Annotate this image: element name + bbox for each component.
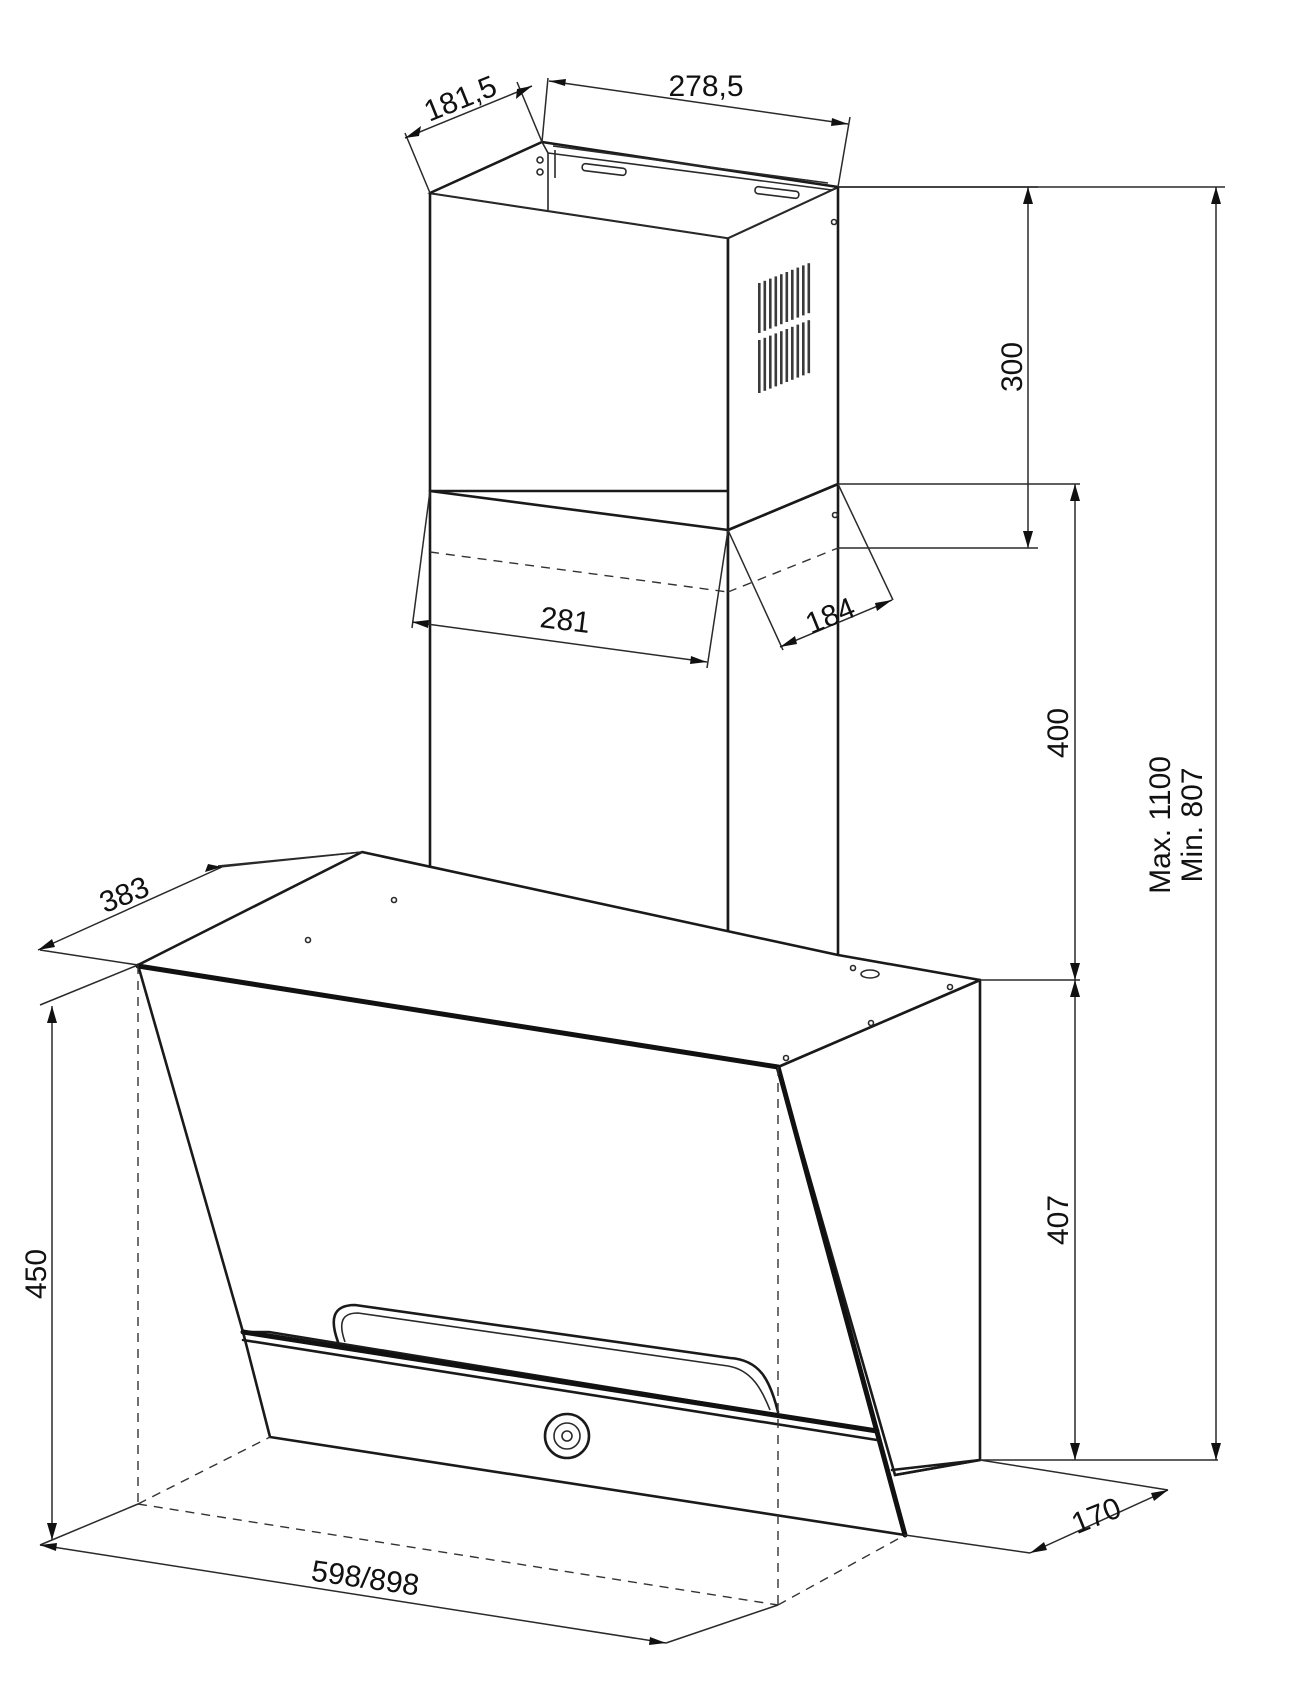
vent-slot bbox=[796, 324, 800, 378]
vent-slot bbox=[785, 272, 789, 322]
vent-slot bbox=[796, 267, 800, 318]
label-body-height-left: 450 bbox=[20, 1249, 53, 1299]
vent-slot bbox=[763, 337, 767, 391]
vent-slot bbox=[774, 276, 778, 327]
vent-slot bbox=[780, 331, 783, 385]
vent-slot bbox=[758, 283, 761, 333]
vent-slot bbox=[802, 265, 805, 316]
vent-slot bbox=[791, 269, 794, 320]
label-body-height-right: 407 bbox=[1042, 1195, 1075, 1245]
vent-slot bbox=[780, 274, 783, 325]
vent-slot bbox=[763, 280, 767, 331]
label-body-bottom-depth: 170 bbox=[1067, 1492, 1126, 1541]
vent-slot bbox=[802, 322, 805, 376]
label-chimney-upper-depth: 181,5 bbox=[419, 70, 501, 129]
lower-chimney bbox=[428, 482, 840, 1006]
label-body-depth: 383 bbox=[95, 871, 154, 920]
label-lower-chimney-height: 400 bbox=[1042, 708, 1075, 758]
label-total-height-max: Max. 1100 bbox=[1144, 756, 1177, 894]
vent-slot bbox=[769, 335, 772, 389]
hood-body bbox=[135, 850, 982, 1606]
upper-chimney bbox=[427, 140, 841, 532]
label-chimney-lower-width: 281 bbox=[538, 601, 592, 640]
dimension-arrows bbox=[38, 79, 1221, 1645]
label-upper-chimney-height: 300 bbox=[996, 342, 1029, 392]
dimension-lines bbox=[37, 77, 1225, 1644]
vent-slot bbox=[807, 320, 811, 374]
vent-slot bbox=[769, 278, 772, 329]
vent-slot bbox=[774, 333, 778, 387]
vent-slot bbox=[758, 340, 761, 393]
vent-slot bbox=[807, 263, 811, 314]
vent-grille bbox=[758, 263, 811, 393]
label-total-height-min: Min. 807 bbox=[1176, 767, 1209, 882]
vent-slot bbox=[791, 326, 794, 380]
vent-slot bbox=[785, 329, 789, 382]
label-chimney-upper-width: 278,5 bbox=[668, 70, 743, 103]
